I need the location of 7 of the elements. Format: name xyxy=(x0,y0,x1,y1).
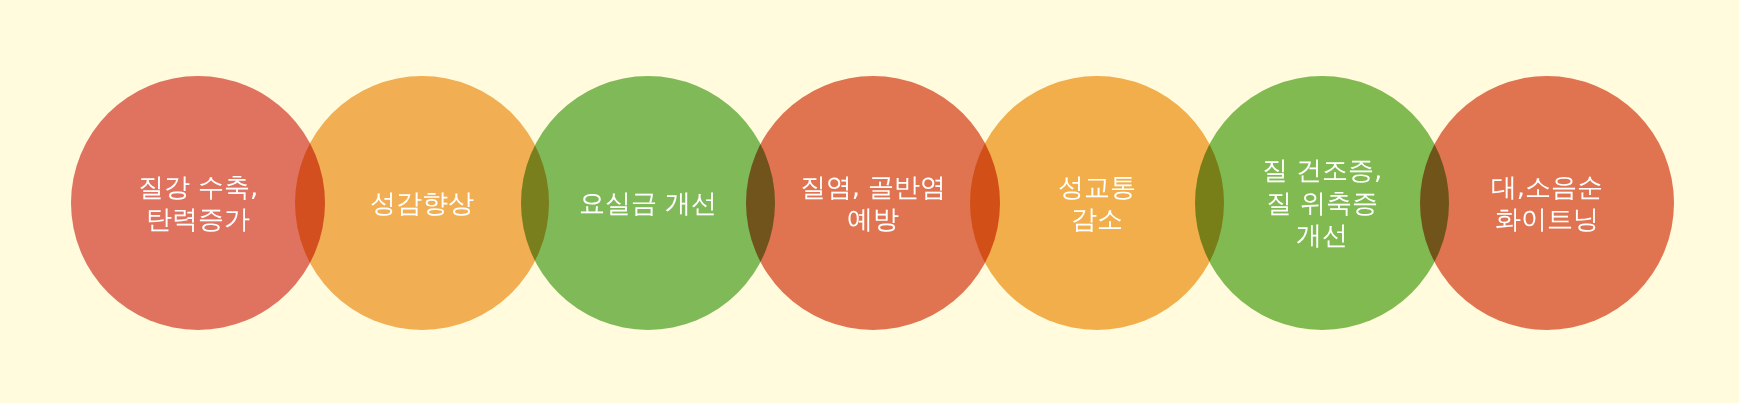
circle-label: 질 건조증, 질 위축증 개선 xyxy=(1260,154,1384,252)
circle-label: 성감향상 xyxy=(370,186,474,220)
circle-label: 대,소음순 화이트닝 xyxy=(1489,170,1605,236)
circle-label: 성교통 감소 xyxy=(1057,170,1137,236)
circle-label: 요실금 개선 xyxy=(578,186,718,220)
circle-label: 질강 수축, 탄력증가 xyxy=(136,170,260,236)
circle-label: 질염, 골반염 예방 xyxy=(798,170,948,236)
